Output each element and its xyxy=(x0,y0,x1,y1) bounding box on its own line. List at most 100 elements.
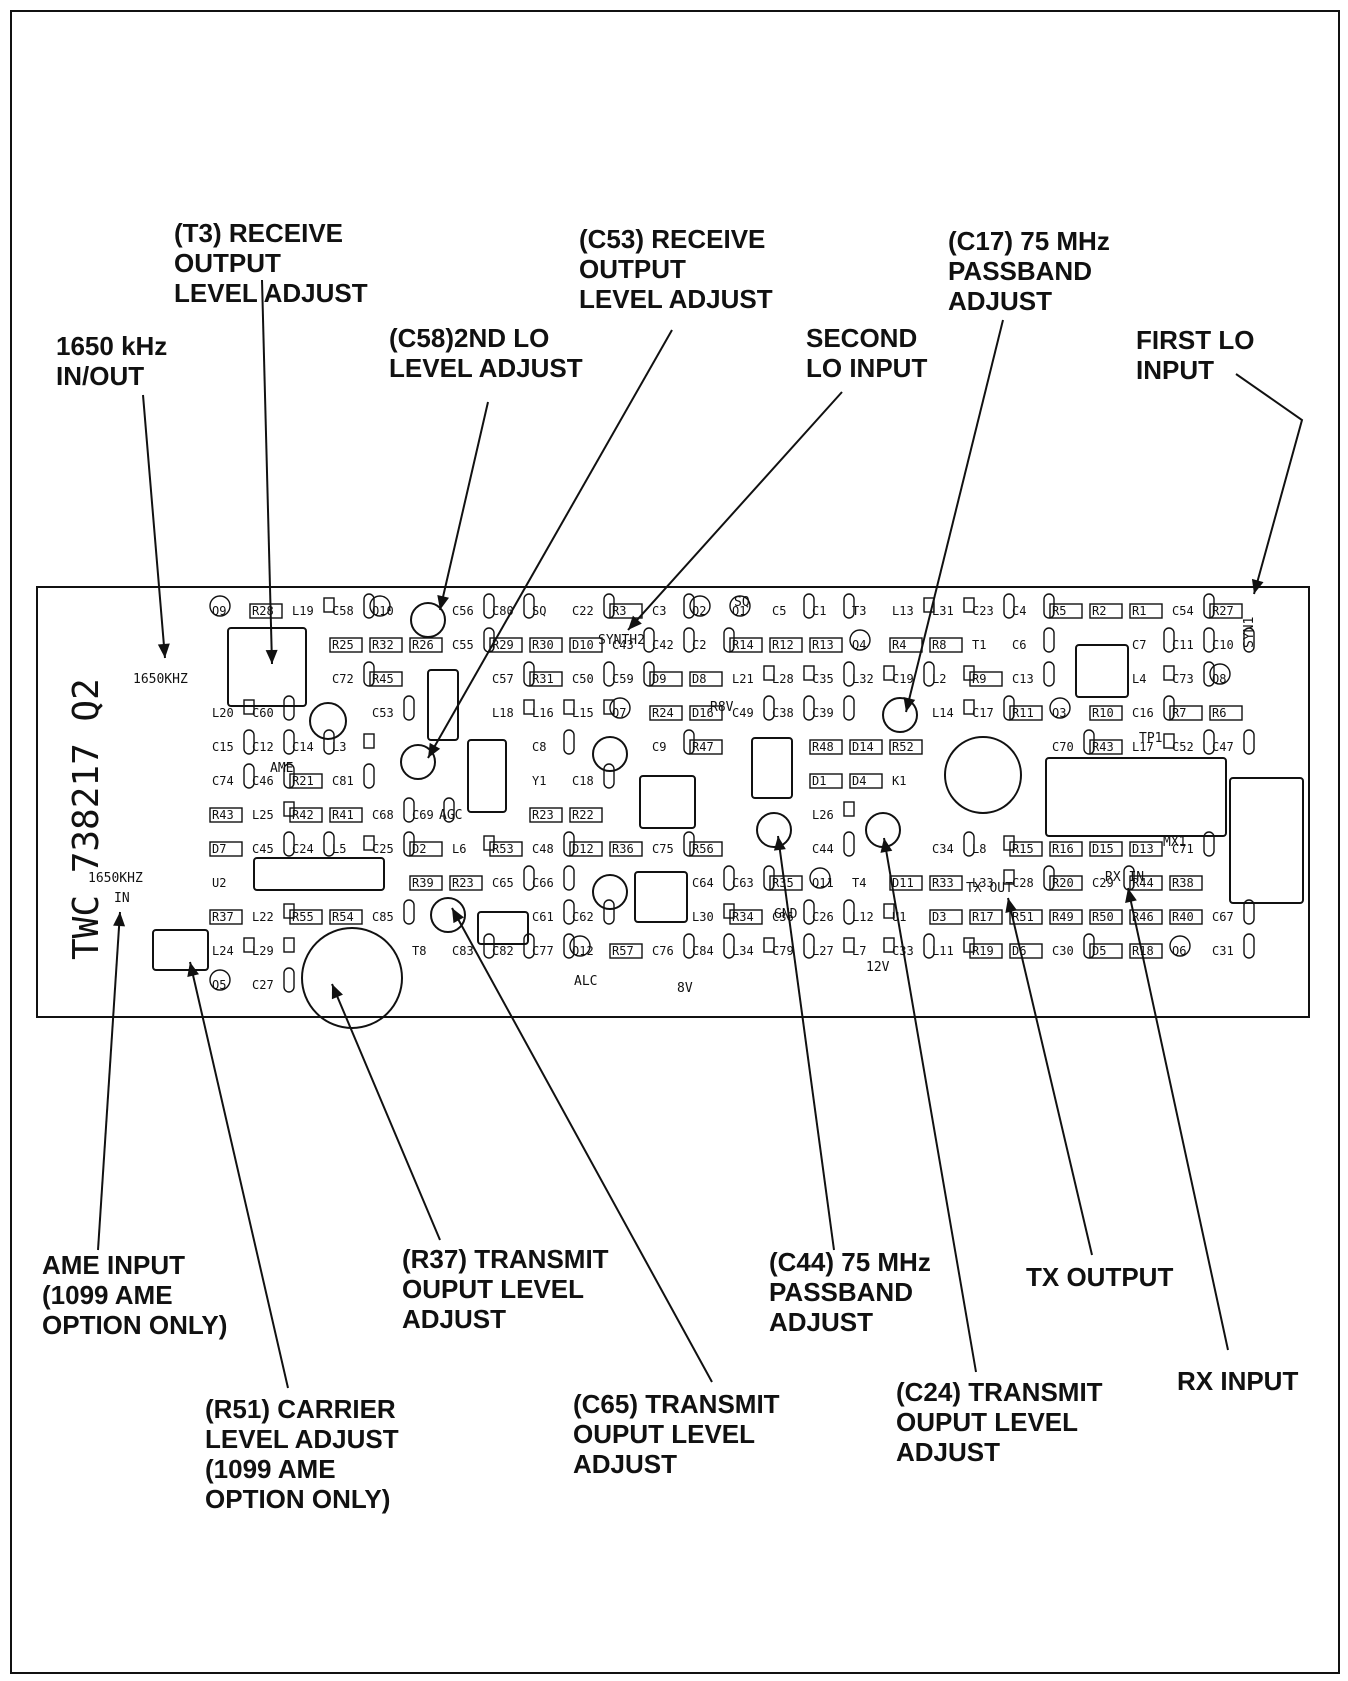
board-part-number: TWC 738217 Q2 xyxy=(66,678,107,960)
component-c58 xyxy=(410,602,446,638)
component-label: C31 xyxy=(1212,944,1234,958)
component-label: C49 xyxy=(732,706,754,720)
component-r11-body xyxy=(1009,705,1043,721)
component-d10-body xyxy=(569,637,603,653)
component-r23-body xyxy=(529,807,563,823)
component-label: L29 xyxy=(252,944,274,958)
component-q2-body xyxy=(689,595,711,617)
component-label: R49 xyxy=(1052,910,1074,924)
component-label: Y1 xyxy=(532,774,546,788)
component-label: R5 xyxy=(1052,604,1066,618)
component-label: L21 xyxy=(732,672,754,686)
component-d13-body xyxy=(1129,841,1163,857)
component-r39-body xyxy=(409,875,443,891)
component-c17-body xyxy=(1003,695,1015,721)
component-c53-body xyxy=(403,695,415,721)
component-label: L15 xyxy=(572,706,594,720)
component-label: R13 xyxy=(812,638,834,652)
component-r28-body xyxy=(249,603,283,619)
leader-arrowhead-c53 xyxy=(428,742,441,758)
component-r57-body xyxy=(609,943,643,959)
leader-arrowhead-r37 xyxy=(331,984,343,1000)
component-label: C61 xyxy=(532,910,554,924)
component-label: C1 xyxy=(812,604,826,618)
component-label: R11 xyxy=(1012,706,1034,720)
component-label: R54 xyxy=(332,910,354,924)
component-r45-body xyxy=(369,671,403,687)
component-label: L20 xyxy=(212,706,234,720)
component-r15-body xyxy=(1009,841,1043,857)
component-r5-body xyxy=(1049,603,1083,619)
component-l31-body xyxy=(963,597,975,613)
component-c69-body xyxy=(443,797,455,823)
component-label: R53 xyxy=(492,842,514,856)
component-r36-body xyxy=(609,841,643,857)
component-label: R4 xyxy=(892,638,906,652)
component-c8-body xyxy=(563,729,575,755)
component-c79-body xyxy=(803,933,815,959)
component-t4 xyxy=(634,871,688,923)
pcb-board-outline xyxy=(36,586,1310,1018)
component-label: C85 xyxy=(372,910,394,924)
callout-r51-carrier: (R51) CARRIER LEVEL ADJUST (1099 AME OPT… xyxy=(205,1394,399,1514)
component-label: L25 xyxy=(252,808,274,822)
component-l18 xyxy=(467,739,507,813)
component-label: Q3 xyxy=(1052,706,1066,720)
leader-arrowhead-t3 xyxy=(265,649,278,664)
component-label: C62 xyxy=(572,910,594,924)
component-label: R9 xyxy=(972,672,986,686)
component-c19-body xyxy=(923,661,935,687)
component-label: L16 xyxy=(532,706,554,720)
component-q8-body xyxy=(1209,663,1231,685)
component-label: C82 xyxy=(492,944,514,958)
component-label: C70 xyxy=(1052,740,1074,754)
component-l3-body xyxy=(363,733,375,749)
component-r25-body xyxy=(329,637,363,653)
component-r43-body xyxy=(209,807,243,823)
component-label: C6 xyxy=(1012,638,1026,652)
leader-arrowhead-c24 xyxy=(880,838,893,853)
component-c6-body xyxy=(1043,627,1055,653)
component-label: L6 xyxy=(452,842,466,856)
component-label: R1 xyxy=(1132,604,1146,618)
component-r38-body xyxy=(1169,875,1203,891)
component-c56-body xyxy=(483,593,495,619)
leader-arrowhead-second-lo xyxy=(628,615,642,630)
board-label-1650khz: 1650KHZ xyxy=(133,672,188,687)
leader-line-c58 xyxy=(439,401,489,611)
component-label: C48 xyxy=(532,842,554,856)
board-label-tx-out: TX OUT xyxy=(966,881,1013,896)
component-label: T3 xyxy=(852,604,866,618)
callout-c58-2nd-lo: (C58)2ND LO LEVEL ADJUST xyxy=(389,323,583,383)
component-c85-body xyxy=(403,899,415,925)
component-label: D11 xyxy=(892,876,914,890)
component-label: R40 xyxy=(1172,910,1194,924)
component-label: L32 xyxy=(852,672,874,686)
component-q3-body xyxy=(1049,697,1071,719)
component-r55-body xyxy=(289,909,323,925)
component-label: L26 xyxy=(812,808,834,822)
component-r34-body xyxy=(729,909,763,925)
leader-line-t3 xyxy=(261,279,273,665)
component-r2-body xyxy=(1089,603,1123,619)
component-r49-body xyxy=(1049,909,1083,925)
leader-line-tx xyxy=(1007,897,1093,1256)
component-c71-body xyxy=(1203,831,1215,857)
component-l19-body xyxy=(323,597,335,613)
component-q5-body xyxy=(209,969,231,991)
component-l18-body xyxy=(523,699,535,715)
component-label: C34 xyxy=(932,842,954,856)
component-label: R25 xyxy=(332,638,354,652)
component-label: C23 xyxy=(972,604,994,618)
component-c28-body xyxy=(1043,865,1055,891)
component-r17-body xyxy=(969,909,1003,925)
component-label: D12 xyxy=(572,842,594,856)
component-label: R12 xyxy=(772,638,794,652)
component-label: R37 xyxy=(212,910,234,924)
component-label: R50 xyxy=(1092,910,1114,924)
component-label: Q8 xyxy=(1212,672,1226,686)
component-label: C54 xyxy=(1172,604,1194,618)
callout-c53-receive-output: (C53) RECEIVE OUTPUT LEVEL ADJUST xyxy=(579,224,773,314)
component-l15-body xyxy=(603,699,615,715)
component-c3-body xyxy=(683,593,695,619)
